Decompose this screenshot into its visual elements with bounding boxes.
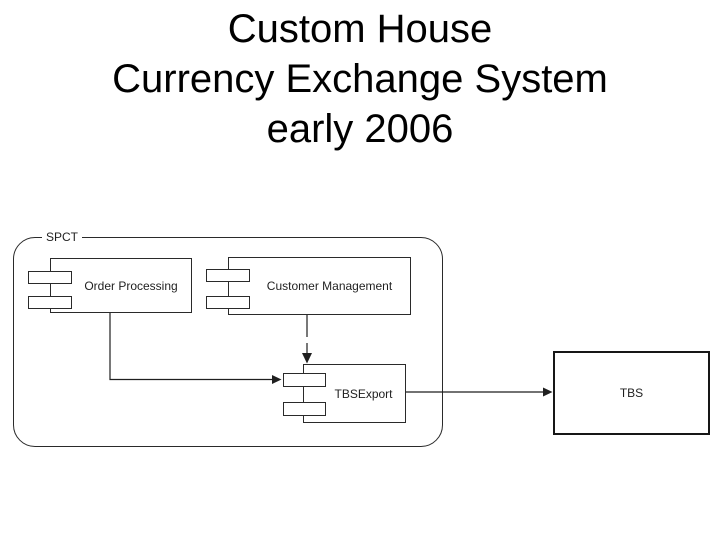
component-port-icon: [28, 296, 72, 309]
component-label: TBSExport: [334, 386, 393, 401]
component-port-icon: [28, 271, 72, 284]
system-boundary-label: SPCT: [42, 230, 83, 244]
component-customer-management: Customer Management: [206, 257, 411, 315]
component-port-icon: [206, 269, 250, 282]
component-label: Order Processing: [84, 278, 178, 293]
arrowhead-right-icon: [543, 387, 553, 397]
external-system-label: TBS: [619, 386, 644, 400]
component-tbs-export: TBSExport: [283, 364, 406, 423]
slide-title-line-1: Custom House: [227, 7, 493, 51]
component-label: Customer Management: [266, 279, 393, 293]
external-system-tbs: TBS: [553, 351, 710, 435]
component-port-icon: [283, 402, 326, 416]
slide-title-line-2: Currency Exchange System: [112, 57, 608, 101]
slide-title: Custom House Currency Exchange System ea…: [0, 4, 720, 154]
component-port-icon: [206, 296, 250, 309]
component-order-processing: Order Processing: [28, 258, 192, 313]
component-port-icon: [283, 373, 326, 387]
slide-title-line-3: early 2006: [266, 107, 454, 151]
